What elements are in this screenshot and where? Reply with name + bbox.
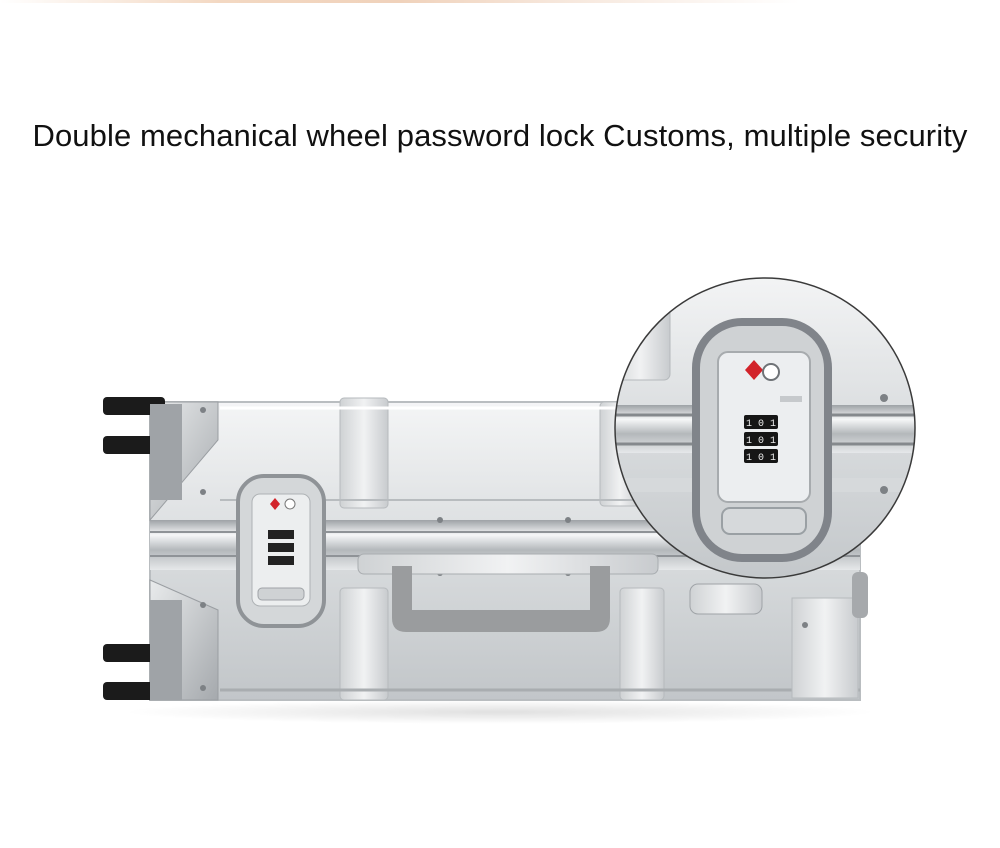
lock-digit-row-1: 1 0 1	[746, 419, 776, 430]
keyhole-icon	[762, 363, 780, 381]
lock-digit-row-3: 1 0 1	[746, 453, 776, 464]
zoom-lock-detail: 1 0 1 1 0 1 1 0 1	[614, 277, 916, 579]
carry-handle	[357, 553, 659, 632]
lock-digit-row-2: 1 0 1	[746, 436, 776, 447]
latch-lock-small	[236, 474, 326, 628]
caption-heading: Double mechanical wheel password lock Cu…	[32, 118, 968, 153]
top-accent-bar	[0, 0, 1000, 3]
tsa-diamond-icon	[745, 360, 763, 380]
wheel-icon	[103, 397, 182, 700]
floor-shadow	[120, 700, 880, 724]
